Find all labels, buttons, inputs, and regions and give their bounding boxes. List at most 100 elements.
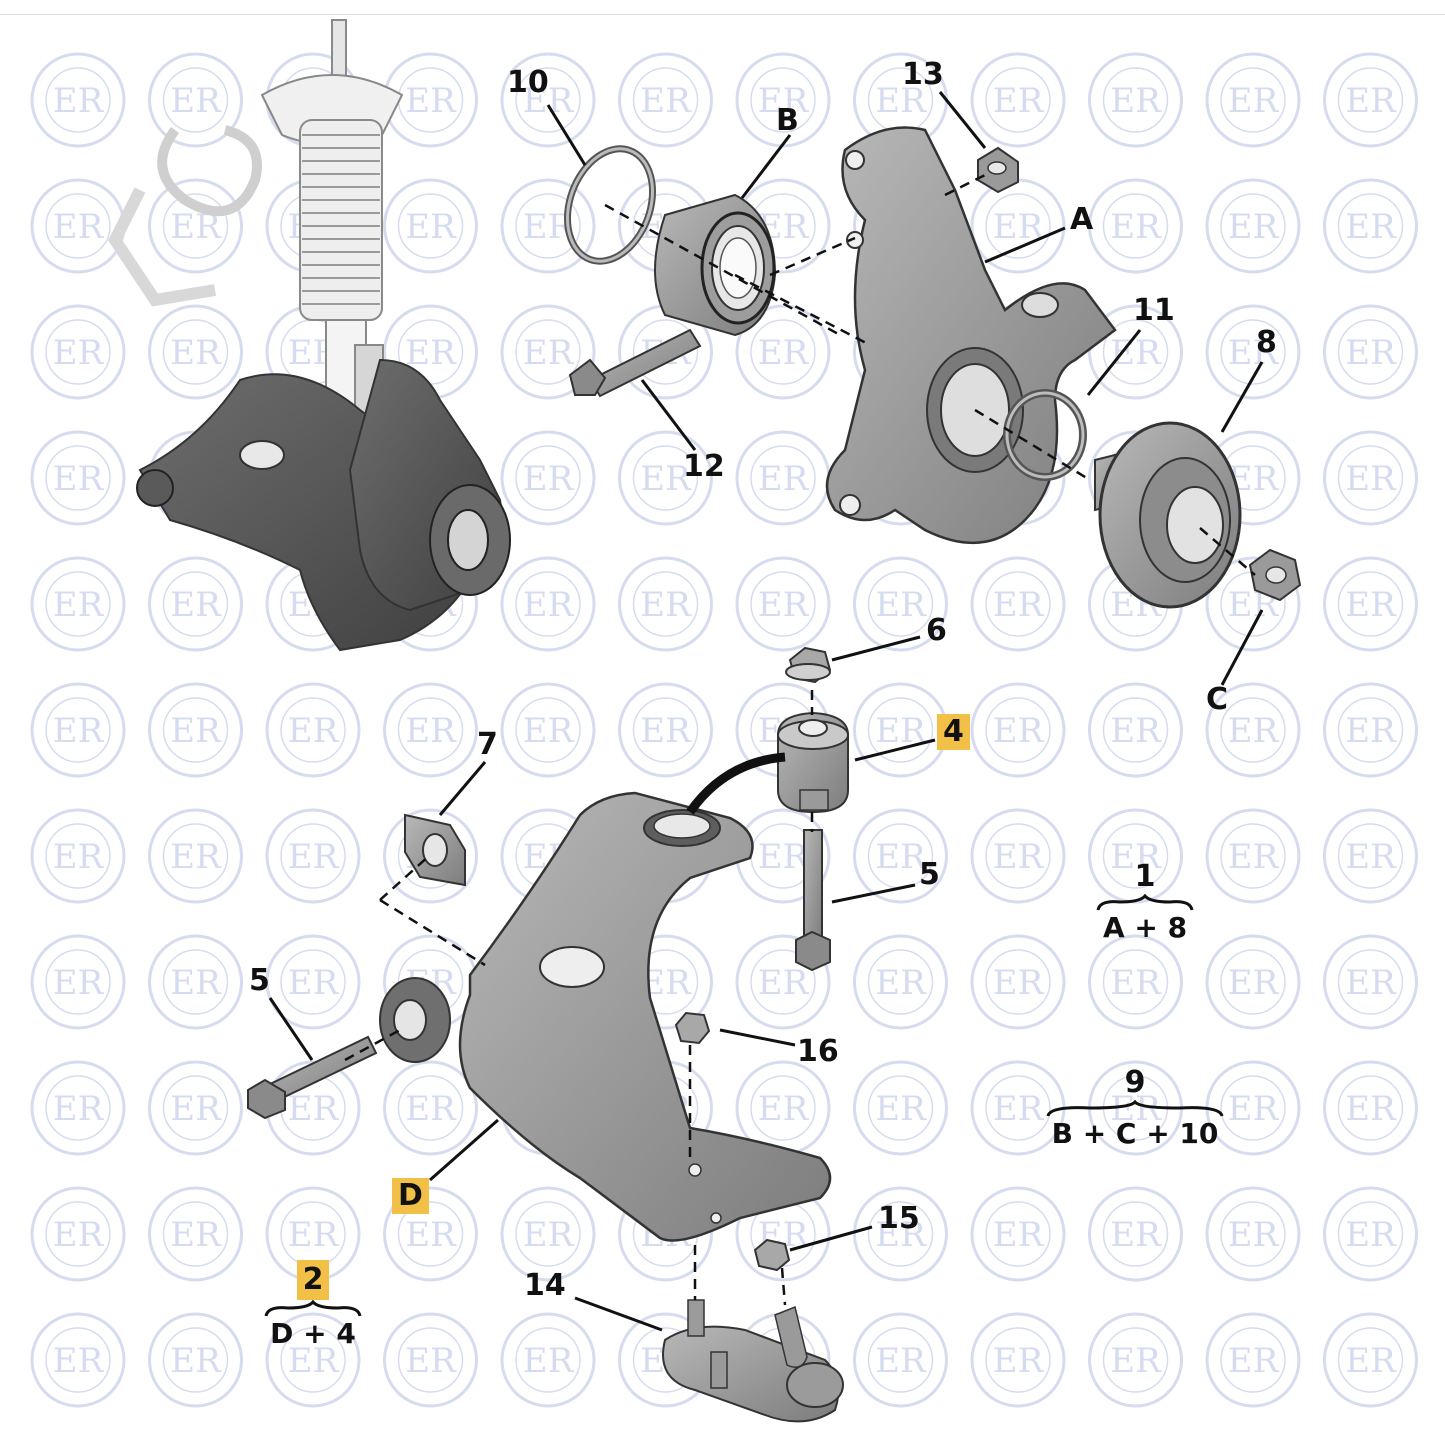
callout-c: C: [1206, 682, 1229, 717]
watermark-text: ER: [1228, 207, 1280, 247]
watermark-text: ER: [523, 1341, 575, 1381]
watermark-text: ER: [53, 963, 105, 1003]
watermark-stamp: ER: [148, 178, 243, 274]
hub-nut-part: [1248, 548, 1302, 602]
watermark-stamp: ER: [30, 1186, 126, 1282]
watermark-stamp: ER: [383, 1060, 478, 1156]
watermark-text: ER: [405, 333, 457, 373]
kit-1-brace: [1096, 894, 1194, 911]
watermark-text: ER: [405, 1341, 457, 1381]
watermark-text: ER: [875, 837, 927, 877]
watermark-text: ER: [1345, 1341, 1397, 1381]
watermark-stamp: ER: [500, 304, 596, 400]
callout-12: 12: [683, 449, 725, 484]
watermark-text: ER: [875, 1089, 927, 1129]
leader-lines: [268, 91, 1264, 1332]
watermark-text: ER: [1110, 1089, 1162, 1129]
watermark-text: ER: [758, 81, 810, 121]
assembly-axis: [379, 854, 431, 901]
watermark-text: ER: [405, 1215, 457, 1255]
kit-9-number: 9: [1124, 1065, 1146, 1100]
assembly-axis: [780, 1267, 787, 1306]
watermark-stamp: ER: [1205, 1060, 1301, 1156]
callout-15: 15: [878, 1201, 920, 1236]
callout-5-left: 5: [249, 963, 270, 998]
watermark-stamp: ER: [30, 934, 126, 1030]
kit-9-brace: [1046, 1100, 1224, 1117]
watermark-stamp: ER: [735, 430, 831, 526]
watermark-text: ER: [1345, 1215, 1397, 1255]
watermark-stamp: ER: [30, 304, 126, 400]
leader-line: [1086, 329, 1142, 396]
watermark-stamp: ER: [1205, 1312, 1301, 1408]
watermark-text: ER: [288, 1089, 340, 1129]
ball-joint-nut-part: [753, 1238, 791, 1272]
watermark-stamp: ER: [383, 1186, 478, 1282]
watermark-stamp: ER: [853, 808, 948, 904]
watermark-stamp: ER: [265, 682, 361, 778]
watermark-text: ER: [405, 711, 457, 751]
watermark-stamp: ER: [500, 430, 596, 526]
watermark-text: ER: [1228, 711, 1280, 751]
callout-5-right: 5: [919, 857, 940, 892]
assembly-axis: [1199, 527, 1256, 576]
watermark-stamp: ER: [1088, 682, 1183, 778]
watermark-text: ER: [1228, 1341, 1280, 1381]
bush-nut-part: [785, 646, 832, 684]
watermark-stamp: ER: [970, 1312, 1066, 1408]
watermark-stamp: ER: [1323, 52, 1418, 148]
watermark-stamp: ER: [1205, 52, 1301, 148]
watermark-text: ER: [53, 459, 105, 499]
lower-control-arm-part: [379, 791, 832, 1242]
watermark-stamp: ER: [853, 556, 948, 652]
watermark-stamp: ER: [1088, 934, 1183, 1030]
front-bush-part: [404, 813, 466, 887]
watermark-stamp: ER: [1205, 934, 1301, 1030]
watermark-stamp: ER: [148, 934, 243, 1030]
watermark-text: ER: [170, 585, 222, 625]
watermark-text: ER: [1228, 1089, 1280, 1129]
callout-d: D: [392, 1178, 429, 1214]
watermark-text: ER: [170, 81, 222, 121]
watermark-text: ER: [1228, 81, 1280, 121]
watermark-text: ER: [1110, 81, 1162, 121]
watermark-text: ER: [993, 81, 1045, 121]
watermark-text: ER: [640, 459, 692, 499]
watermark-stamp: ER: [735, 52, 831, 148]
callout-4: 4: [937, 714, 970, 750]
watermark-stamp: ER: [1205, 178, 1301, 274]
assembly-axis-lines: [344, 173, 1256, 1306]
ball-joint-part: [662, 1299, 844, 1423]
watermark-text: ER: [1110, 963, 1162, 1003]
watermark-stamp: ER: [500, 52, 596, 148]
watermark-stamp: ER: [853, 1186, 948, 1282]
rear-bush-part: [777, 711, 849, 814]
watermark-stamp: ER: [853, 934, 948, 1030]
leader-line: [740, 134, 792, 199]
watermark-text: ER: [53, 333, 105, 373]
watermark-text: ER: [993, 1341, 1045, 1381]
watermark-stamp: ER: [1205, 682, 1301, 778]
top-divider: [0, 14, 1445, 15]
kit-9: 9 B + C + 10: [1045, 1066, 1225, 1150]
watermark-stamp: ER: [618, 52, 713, 148]
watermark-text: ER: [875, 81, 927, 121]
watermark-text: ER: [875, 963, 927, 1003]
watermark-text: ER: [288, 1215, 340, 1255]
watermark-stamp: ER: [148, 304, 243, 400]
watermark-text: ER: [1345, 81, 1397, 121]
watermark-stamp: ER: [1323, 934, 1418, 1030]
assembly-axis: [944, 173, 986, 197]
watermark-text: ER: [1345, 837, 1397, 877]
watermark-text: ER: [1345, 963, 1397, 1003]
assembly-axis: [974, 408, 1091, 482]
assembly-axis: [769, 236, 856, 277]
callout-16: 16: [797, 1034, 839, 1069]
watermark-stamp: ER: [1088, 52, 1183, 148]
watermark-text: ER: [523, 1215, 575, 1255]
watermark-text: ER: [170, 333, 222, 373]
watermark-text: ER: [53, 1215, 105, 1255]
watermark-text: ER: [758, 585, 810, 625]
leader-line: [984, 226, 1066, 264]
